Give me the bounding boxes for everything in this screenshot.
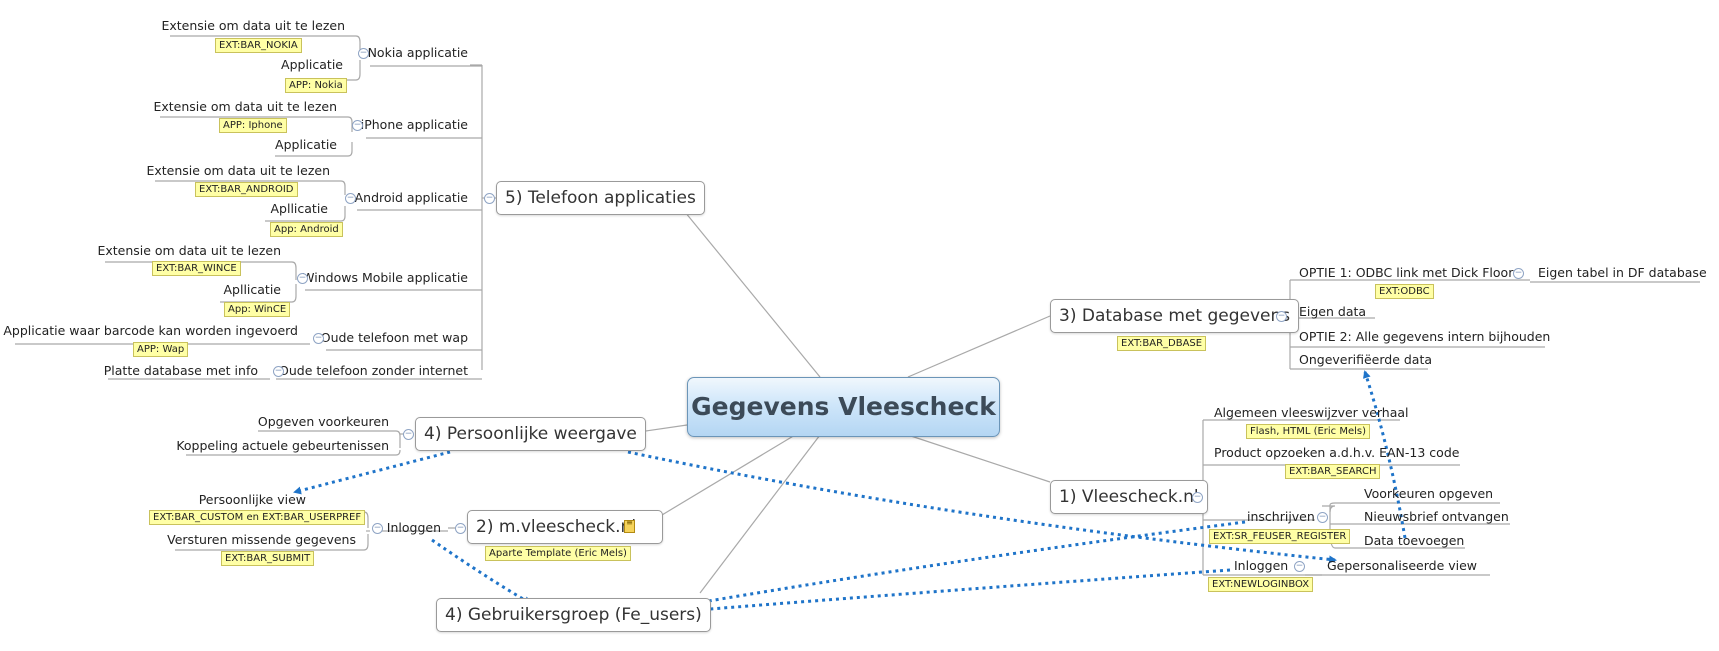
persoonlijk-child-1[interactable]: Opgeven voorkeuren <box>257 414 389 429</box>
wap-child-tag: APP: Wap <box>133 342 189 357</box>
android-label[interactable]: Android applicatie <box>354 190 468 205</box>
topic-vleescheck[interactable]: 1) Vleescheck.nl <box>1050 480 1208 514</box>
inschrijven-label[interactable]: inschrijven <box>1247 509 1315 524</box>
relationship-arrows <box>293 370 1407 615</box>
persoonlijke-view-label[interactable]: Persoonlijke view <box>198 492 306 507</box>
link-mobiel <box>641 434 796 528</box>
data-toevoegen-label[interactable]: Data toevoegen <box>1364 533 1465 548</box>
link-telefoon <box>684 211 821 378</box>
iphone-ext-tag: APP: Iphone <box>219 118 287 133</box>
collapse-icon[interactable]: − <box>1192 492 1203 503</box>
tree-lines <box>15 35 1700 594</box>
windows-ext-label[interactable]: Extensie om data uit te lezen <box>97 243 281 258</box>
no-internet-label[interactable]: Oude telefoon zonder internet <box>279 363 468 378</box>
arrow-inloggen-gebruikers <box>431 538 532 605</box>
iphone-label[interactable]: iPhone applicatie <box>360 117 468 132</box>
nieuwsbrief-label[interactable]: Nieuwsbrief ontvangen <box>1364 509 1509 524</box>
windows-label[interactable]: Windows Mobile applicatie <box>302 270 468 285</box>
arrow-inloggen-gebruikers2 <box>683 568 1231 615</box>
collapse-icon[interactable]: − <box>484 193 495 204</box>
topic-persoonlijke-weergave[interactable]: 4) Persoonlijke weergave <box>415 417 646 451</box>
collapse-icon[interactable]: − <box>1317 512 1328 523</box>
inloggen-tag: EXT:NEWLOGINBOX <box>1208 577 1314 592</box>
optie2-label[interactable]: OPTIE 2: Alle gegevens intern bijhouden <box>1299 329 1551 344</box>
topic-telefoon-applicaties[interactable]: 5) Telefoon applicaties <box>496 181 705 215</box>
arrow-inschrijven-gebruikers <box>683 520 1246 608</box>
collapse-icon[interactable]: − <box>1513 268 1524 279</box>
voorkeuren-label[interactable]: Voorkeuren opgeven <box>1364 486 1494 501</box>
iphone-ext-label[interactable]: Extensie om data uit te lezen <box>153 99 337 114</box>
optie1-tag: EXT:ODBC <box>1375 284 1434 299</box>
product-tag: EXT:BAR_SEARCH <box>1285 464 1381 479</box>
wap-child-label[interactable]: Applicatie waar barcode kan worden ingev… <box>3 323 298 338</box>
collapse-icon[interactable]: − <box>1276 311 1287 322</box>
windows-app-tag: App: WinCE <box>224 302 291 317</box>
eigen-data-label[interactable]: Eigen data <box>1299 304 1367 319</box>
windows-ext-tag: EXT:BAR_WINCE <box>152 261 241 276</box>
optie1-label[interactable]: OPTIE 1: ODBC link met Dick Floor <box>1299 265 1514 280</box>
wap-label[interactable]: Oude telefoon met wap <box>320 330 468 345</box>
nokia-app-tag: APP: Nokia <box>285 78 347 93</box>
nokia-ext-tag: EXT:BAR_NOKIA <box>215 38 302 53</box>
product-label[interactable]: Product opzoeken a.d.h.v. EAN-13 code <box>1214 445 1460 460</box>
mobiel-inloggen-label[interactable]: Inloggen <box>386 520 441 535</box>
nokia-app-label[interactable]: Applicatie <box>281 57 343 72</box>
gepersonaliseerd-label[interactable]: Gepersonaliseerde view <box>1327 558 1478 573</box>
collapse-icon[interactable]: − <box>403 429 414 440</box>
collapse-icon[interactable]: − <box>345 193 356 204</box>
database-tag: EXT:BAR_DBASE <box>1117 336 1207 351</box>
link-vleescheck <box>907 434 1051 483</box>
optie1-child-label[interactable]: Eigen tabel in DF database <box>1538 265 1707 280</box>
inschrijven-tag: EXT:SR_FEUSER_REGISTER <box>1209 529 1351 544</box>
android-ext-label[interactable]: Extensie om data uit te lezen <box>146 163 330 178</box>
arrow-data-ongeverifieerd <box>1363 370 1407 539</box>
no-internet-child-label[interactable]: Platte database met info <box>103 363 258 378</box>
collapse-icon[interactable]: − <box>372 523 383 534</box>
persoonlijke-view-tag: EXT:BAR_CUSTOM en EXT:BAR_USERPREF <box>149 510 366 525</box>
versturen-label[interactable]: Versturen missende gegevens <box>167 532 356 547</box>
windows-app-label[interactable]: Apllicatie <box>223 282 281 297</box>
algemeen-tag: Flash, HTML (Eric Mels) <box>1246 424 1371 439</box>
persoonlijk-child-2[interactable]: Koppeling actuele gebeurtenissen <box>176 438 389 453</box>
versturen-tag: EXT:BAR_SUBMIT <box>221 551 315 566</box>
algemeen-label[interactable]: Algemeen vleeswijzver verhaal <box>1214 405 1409 420</box>
topic-database[interactable]: 3) Database met gegevens <box>1050 299 1300 333</box>
topic-mobiel[interactable]: 2) m.vleescheck.nl <box>467 510 664 544</box>
collapse-icon[interactable]: − <box>1294 561 1305 572</box>
collapse-icon[interactable]: − <box>455 523 466 534</box>
collapse-icon[interactable]: − <box>358 48 369 59</box>
ongeverifieerd-label[interactable]: Ongeverifiëerde data <box>1299 352 1433 367</box>
link-gebruikers <box>699 434 821 594</box>
iphone-app-label[interactable]: Applicatie <box>275 137 337 152</box>
vleescheck-inloggen-label[interactable]: Inloggen <box>1234 558 1289 573</box>
collapse-icon[interactable]: − <box>313 333 324 344</box>
nokia-ext-label[interactable]: Extensie om data uit te lezen <box>161 18 345 33</box>
android-ext-tag: EXT:BAR_ANDROID <box>195 182 298 197</box>
arrow-persoonlijk-view <box>293 450 451 495</box>
collapse-icon[interactable]: − <box>352 120 363 131</box>
nokia-label[interactable]: Nokia applicatie <box>367 45 468 60</box>
android-app-tag: App: Android <box>270 222 343 237</box>
link-database <box>907 315 1051 378</box>
collapse-icon[interactable]: − <box>297 273 308 284</box>
topic-gebruikersgroep[interactable]: 4) Gebruikersgroep (Fe_users) <box>436 598 711 632</box>
mobiel-tag: Aparte Template (Eric Mels) <box>485 546 631 561</box>
arrow-persoonlijk-gepersonaliseerd <box>627 450 1337 564</box>
android-app-label[interactable]: Apllicatie <box>270 201 328 216</box>
collapse-icon[interactable]: − <box>273 366 284 377</box>
note-icon[interactable]: ≡ <box>624 519 635 533</box>
central-topic[interactable]: Gegevens Vleescheck <box>687 377 1000 437</box>
